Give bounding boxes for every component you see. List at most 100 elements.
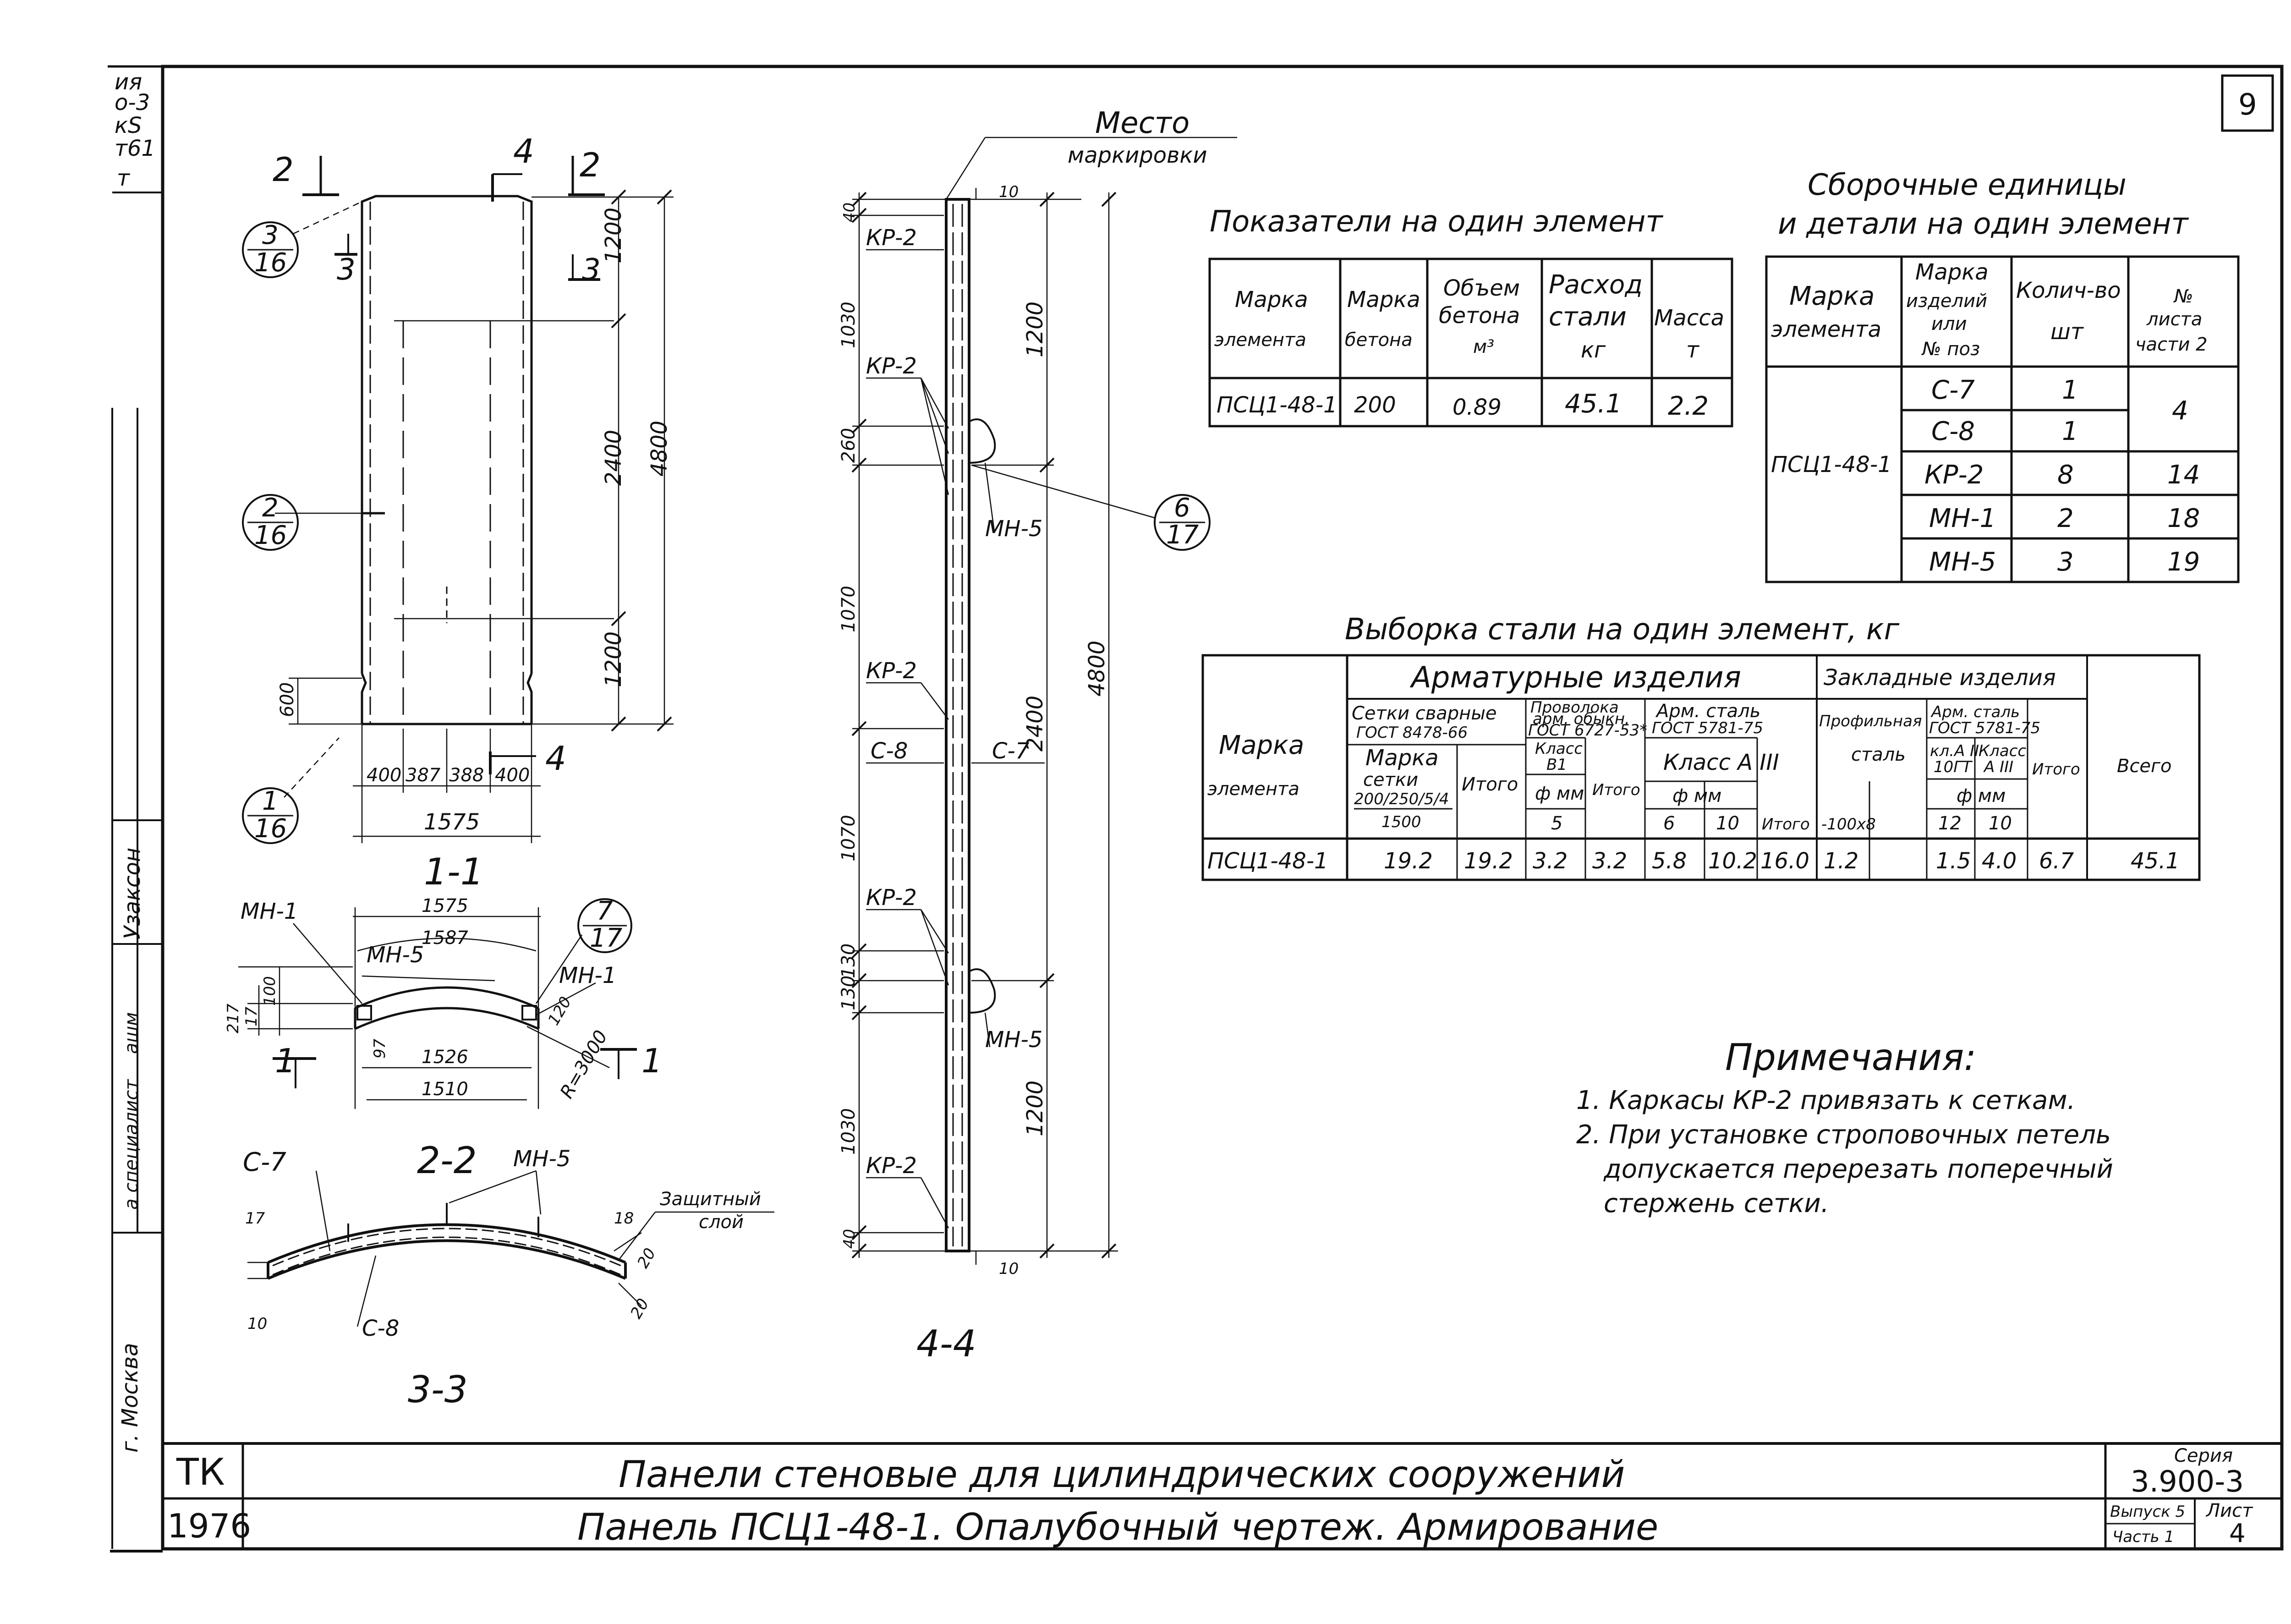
tb-seria-label: Серия [2174, 1445, 2233, 1466]
notes-line-2: 2. При установке строповочных петель [1576, 1120, 2111, 1150]
assembly-table [1765, 255, 2240, 583]
sheet-number: 9 [2238, 88, 2257, 122]
cut-label-2-right: 2 [580, 146, 601, 184]
dim-4800: 4800 [647, 421, 672, 477]
tb-tk: ТК [176, 1451, 225, 1493]
section-3-3 [247, 1170, 774, 1327]
asm-h3-l1: Колич-во [2016, 278, 2121, 303]
label-c8-4-4: С-8 [871, 738, 908, 764]
steel-cell-itogo-setki: 19.2 [1464, 848, 1513, 874]
tb-year: 1976 [167, 1507, 251, 1545]
dim-1575-plan: 1575 [424, 809, 480, 835]
label-kr2-5: КР-2 [866, 1153, 917, 1179]
steel-vsego: Всего [2117, 756, 2172, 777]
left-strip [111, 192, 163, 1549]
steel-prof-dim: -100х8 [1821, 815, 1876, 834]
steel-zakl-header: Закладные изделия [1824, 665, 2056, 691]
ind-h2-l1: Марка [1347, 287, 1420, 313]
dim-v2400: 2400 [1022, 696, 1048, 752]
callout-7-17: 7 17 [577, 896, 632, 953]
ind-cell-mass: 2.2 [1668, 391, 1709, 421]
dim-s3-20b: 20 [627, 1295, 652, 1322]
dim-v130-top: 130 [838, 944, 859, 978]
asm-sheet-1: 4 [2172, 396, 2188, 426]
steel-kl-a3a: Класс [1979, 742, 2026, 760]
panel-elevation [275, 156, 674, 843]
ind-h4-l3: кг [1581, 337, 1606, 363]
dim-v10-bottom: 10 [999, 1260, 1019, 1278]
assembly-title-1: Сборочные единицы [1808, 168, 2127, 202]
steel-klass-b1a: Класс [1535, 740, 1583, 758]
cut-label-1-left: 1 [275, 1042, 296, 1080]
steel-cell-itogo-zakl: 6.7 [2039, 848, 2074, 874]
steel-kl-a3b: А III [1983, 758, 2013, 776]
cut-label-3-left: 3 [337, 253, 356, 287]
steel-setki-2: ГОСТ 8478-66 [1356, 724, 1468, 742]
dim-400-left: 400 [367, 765, 401, 786]
steel-fi-zakl: ф мм [1957, 785, 2006, 807]
steel-cell-d10z: 4.0 [1982, 848, 2017, 874]
dim-1200-bottom: 1200 [601, 631, 626, 687]
label-kr2-2: КР-2 [866, 353, 917, 379]
cut-label-4-bottom: 4 [545, 739, 566, 778]
asm-item-4: МН-1 [1929, 504, 1996, 533]
steel-itogo-zakl: Итого [2032, 760, 2080, 779]
steel-itogo-prov: Итого [1592, 781, 1640, 799]
steel-d6: 6 [1663, 813, 1675, 834]
label-mn5-4-4-top: МН-5 [985, 516, 1042, 542]
asm-item-2: С-8 [1931, 417, 1975, 446]
cut-label-2-left: 2 [273, 150, 294, 189]
steel-marka-setki-2: сетки [1363, 769, 1418, 790]
steel-prov-1: Проволока [1530, 698, 1619, 717]
section-title-2-2: 2-2 [417, 1139, 477, 1182]
tb-seria: 3.900-3 [2131, 1465, 2244, 1499]
steel-kl-a1b: 10ГТ [1934, 758, 1973, 776]
label-c7-4-4: С-7 [992, 738, 1030, 764]
steel-marka-2: элемента [1207, 779, 1299, 800]
label-c7-3-3: С-7 [243, 1147, 286, 1177]
steel-marka-1: Марка [1219, 730, 1304, 760]
asm-item-5: МН-5 [1929, 547, 1996, 577]
cut-label-1-right: 1 [641, 1042, 663, 1080]
ind-h1-l2: элемента [1214, 329, 1306, 351]
indicators-table [1208, 258, 1733, 428]
asm-sheet-5: 19 [2167, 547, 2200, 577]
dim-s3-10: 10 [247, 1315, 267, 1333]
steel-armst-2: ГОСТ 5781-75 [1652, 719, 1763, 737]
svg-text:16: 16 [254, 814, 287, 844]
strip-small: ашм [121, 1012, 142, 1054]
dim-s2-217: 217 [224, 1004, 242, 1033]
steel-d10: 10 [1716, 813, 1739, 834]
steel-itogo-setki: Итого [1462, 774, 1518, 795]
ind-h2-l2: бетона [1345, 329, 1413, 351]
steel-kl-a1a: кл.А II [1930, 742, 1979, 760]
steel-setka-spec-1: 200/250/5/4 [1354, 790, 1449, 808]
dim-v1030-top: 1030 [838, 302, 859, 348]
asm-qty-1: 1 [2062, 375, 2078, 405]
cut-label-4-top: 4 [513, 132, 534, 170]
asm-qty-2: 1 [2062, 417, 2078, 446]
steel-klass-a3: Класс А III [1663, 750, 1779, 775]
ind-h1-l1: Марка [1235, 287, 1308, 313]
label-mn1-right: МН-1 [559, 963, 616, 988]
asm-h1-l1: Марка [1789, 281, 1874, 311]
asm-h4-l2: листа [2146, 309, 2202, 330]
notes-line-1: 1. Каркасы КР-2 привязать к сеткам. [1576, 1086, 2075, 1115]
section-title-4-4: 4-4 [916, 1322, 976, 1365]
steel-cell-d6: 5.8 [1652, 848, 1687, 874]
steel-cell-vsego: 45.1 [2131, 848, 2180, 874]
dim-s2-97: 97 [371, 1038, 389, 1059]
asm-h2-l4: № поз [1921, 339, 1980, 360]
asm-h3-l2: шт [2050, 319, 2084, 345]
steel-cell-itogo-arm: 16.0 [1760, 848, 1809, 874]
assembly-title-2: и детали на один элемент [1778, 207, 2189, 241]
dim-387: 387 [406, 765, 441, 786]
dim-s2-1575: 1575 [422, 895, 468, 916]
svg-text:16: 16 [254, 521, 287, 550]
steel-prov-3: ГОСТ 6727-53* [1528, 721, 1647, 740]
label-mn1-left: МН-1 [241, 899, 298, 924]
asm-h4-l3: части 2 [2135, 334, 2208, 355]
steel-setki-1: Сетки сварные [1352, 703, 1497, 724]
corner-text-4: т61 [115, 136, 155, 161]
